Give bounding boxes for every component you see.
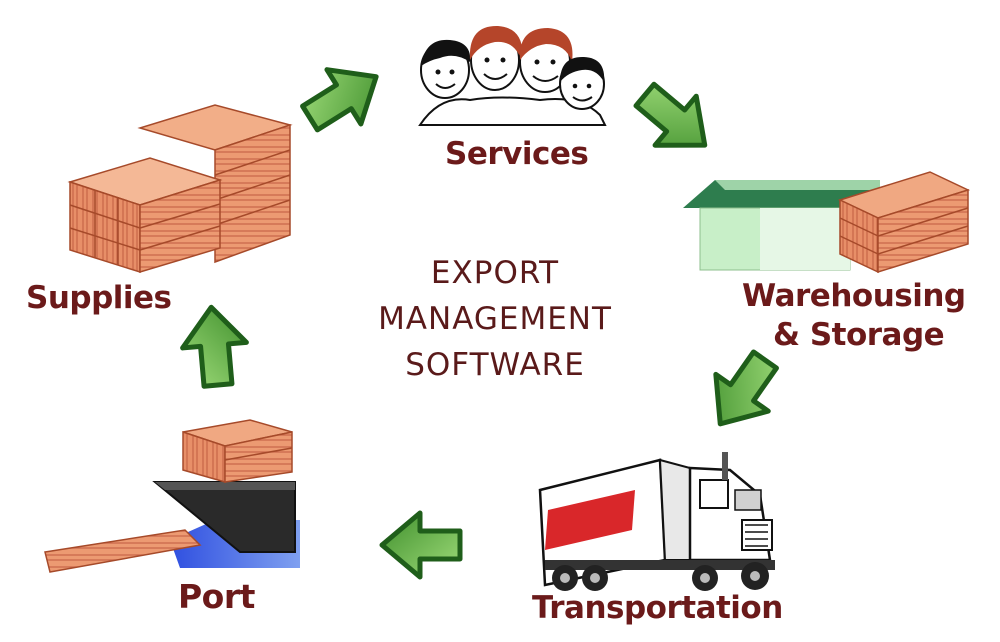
arrow-transportation-to-port bbox=[382, 513, 460, 577]
center-title-line-3: SOFTWARE bbox=[405, 347, 585, 383]
label-storage: & Storage bbox=[773, 317, 945, 353]
warehouse-icon bbox=[683, 171, 971, 274]
label-warehousing: Warehousing bbox=[742, 278, 966, 314]
center-title-line-1: EXPORT bbox=[430, 255, 560, 291]
label-port: Port bbox=[178, 577, 255, 616]
arrow-services-to-warehousing bbox=[624, 70, 725, 169]
people-icon bbox=[418, 25, 607, 126]
center-title-line-2: MANAGEMENT bbox=[378, 301, 612, 337]
label-services: Services bbox=[445, 136, 589, 172]
port-dock-icon bbox=[44, 419, 300, 573]
label-transportation: Transportation bbox=[532, 590, 783, 626]
label-supplies: Supplies bbox=[26, 280, 172, 316]
center-title: EXPORT MANAGEMENT SOFTWARE bbox=[340, 250, 650, 388]
arrow-warehousing-to-transportation bbox=[694, 342, 791, 443]
truck-icon: Thl bbox=[464, 452, 775, 591]
truck-logo: Thl bbox=[464, 509, 522, 542]
arrow-port-to-supplies bbox=[179, 305, 250, 388]
pallet-stack-icon bbox=[67, 104, 293, 274]
arrow-supplies-to-services bbox=[293, 50, 393, 146]
